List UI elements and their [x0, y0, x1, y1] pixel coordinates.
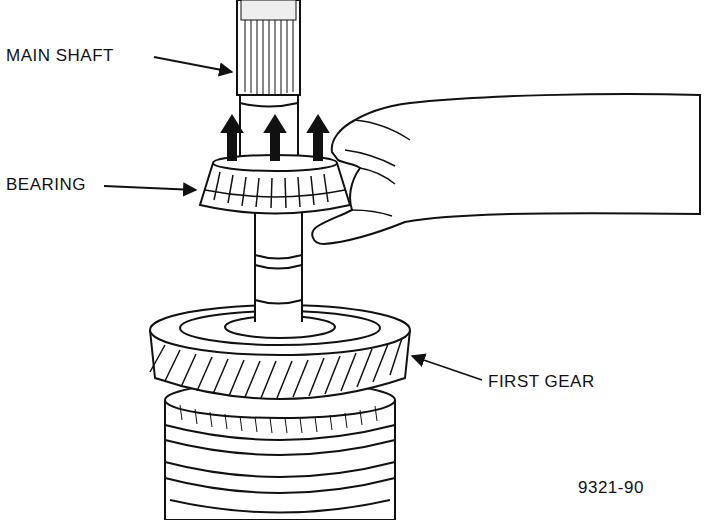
tapered-bearing	[200, 155, 350, 214]
figure-number: 9321-90	[578, 478, 644, 498]
part-label: MAIN SHAFT	[6, 46, 114, 66]
part-label: FIRST GEAR	[488, 372, 595, 392]
main-shaft	[237, 0, 300, 165]
leader-line	[104, 57, 482, 380]
main-shaft-lower	[255, 210, 302, 322]
hand	[312, 94, 700, 244]
synchronizer	[165, 382, 395, 520]
lift-arrow	[222, 116, 328, 160]
part-label: BEARING	[6, 175, 86, 195]
